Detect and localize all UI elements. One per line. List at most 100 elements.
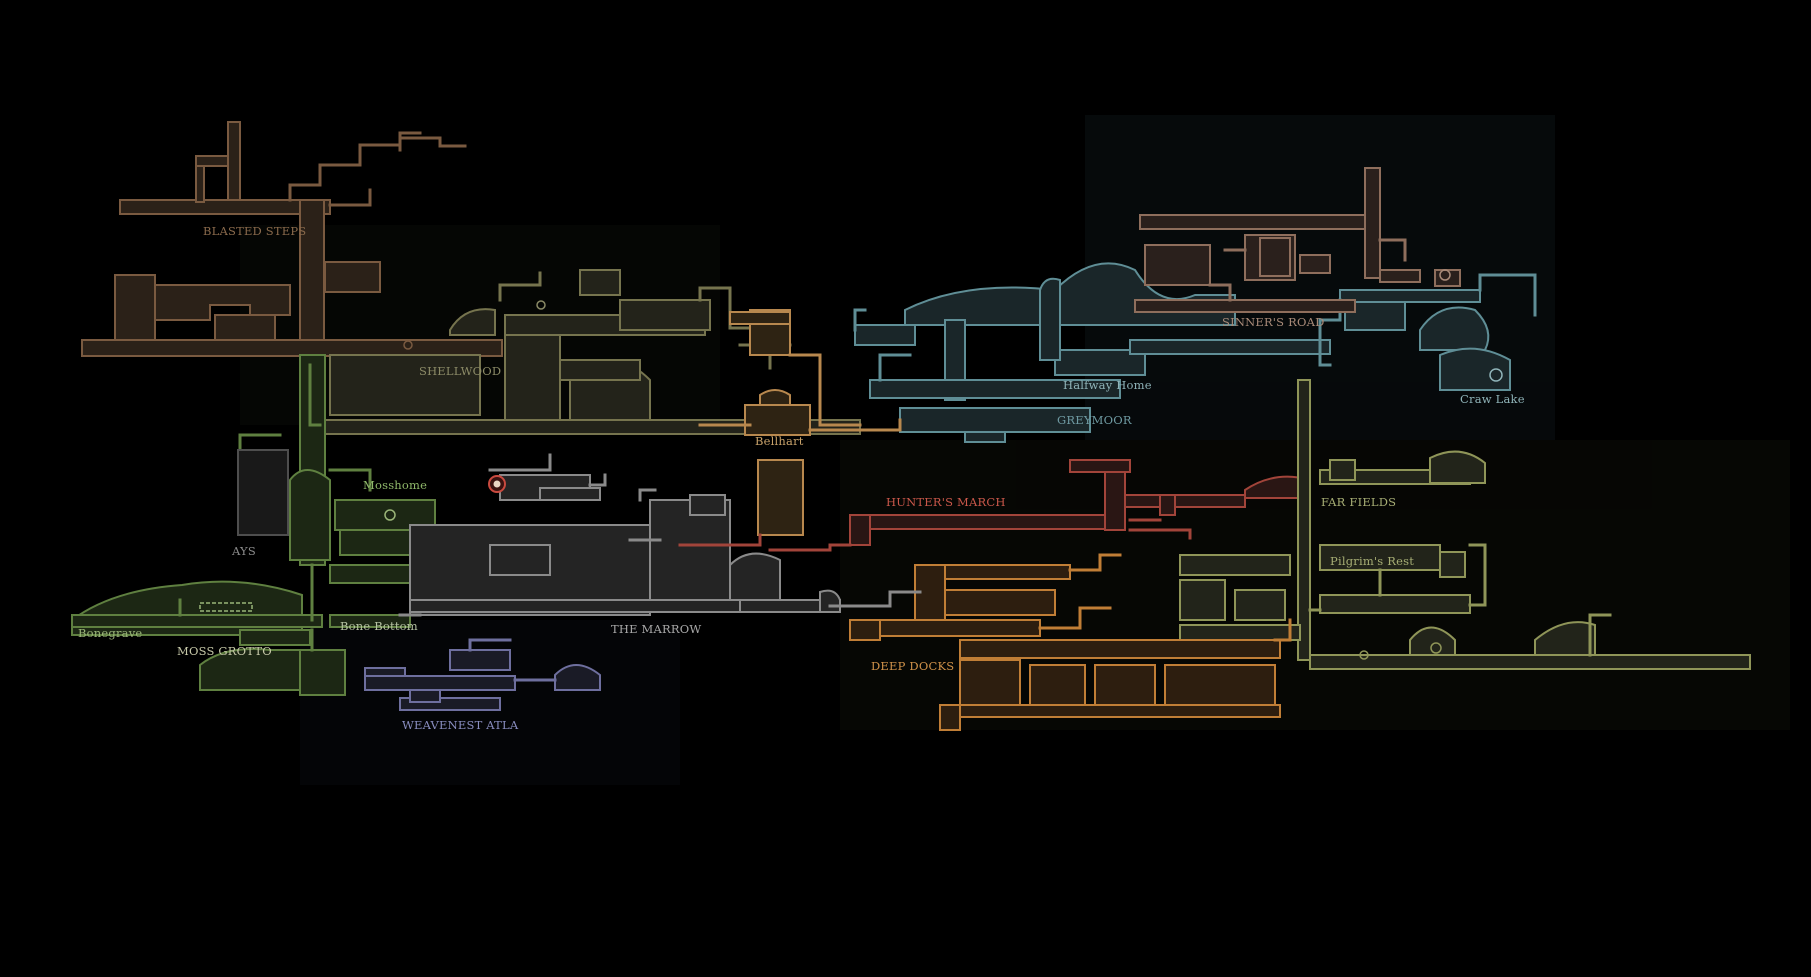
sinners-road-tunnel[interactable] bbox=[1379, 269, 1421, 283]
bellhart-hall[interactable] bbox=[744, 404, 811, 436]
greymoor-halfway-home[interactable] bbox=[1054, 349, 1146, 376]
shellwood-east[interactable] bbox=[619, 299, 711, 331]
deep-docks-mid[interactable] bbox=[944, 589, 1056, 616]
blasted-steps-bench-icon bbox=[403, 340, 413, 350]
connector-marrow-to-docks bbox=[828, 590, 922, 608]
far-fields-mid[interactable] bbox=[1319, 594, 1471, 614]
greymoor-basement[interactable] bbox=[964, 431, 1006, 443]
area-moss[interactable] bbox=[71, 354, 436, 696]
shellwood-top[interactable] bbox=[579, 269, 621, 296]
label-sinners-road: SINNER'S ROAD bbox=[1222, 315, 1325, 329]
blasted-steps-branch[interactable] bbox=[195, 155, 229, 203]
deep-docks-west[interactable] bbox=[849, 619, 881, 641]
sinners-road-shaft[interactable] bbox=[1364, 167, 1381, 279]
greymoor-craw-lake[interactable] bbox=[1419, 306, 1490, 351]
far-fields-mid-block[interactable] bbox=[1234, 589, 1286, 621]
deep-docks-cell-c[interactable] bbox=[1094, 664, 1156, 711]
label-hunters-march: HUNTER'S MARCH bbox=[886, 495, 1006, 509]
hunters-march-mid[interactable] bbox=[1124, 494, 1246, 508]
marrow-east-room[interactable] bbox=[729, 552, 781, 601]
far-fields-east-cave[interactable] bbox=[1534, 621, 1596, 656]
blasted-steps-bridge[interactable] bbox=[214, 314, 276, 341]
far-fields-cave[interactable] bbox=[1429, 450, 1486, 484]
marrow-slope[interactable] bbox=[819, 589, 841, 613]
far-fields-low-block[interactable] bbox=[1179, 624, 1301, 641]
sinners-road-left[interactable] bbox=[1144, 244, 1211, 286]
weavenest-east-cave[interactable] bbox=[554, 664, 601, 691]
hunters-march-step[interactable] bbox=[1159, 494, 1176, 516]
area-the-marrow[interactable] bbox=[409, 474, 841, 616]
blasted-steps-left-room[interactable] bbox=[114, 274, 156, 341]
ways-room[interactable] bbox=[237, 449, 289, 536]
sinners-road-floor[interactable] bbox=[1134, 299, 1356, 313]
hunters-march-entry[interactable] bbox=[849, 514, 871, 546]
bellhart-gate[interactable] bbox=[759, 389, 791, 406]
sinners-road-right[interactable] bbox=[1299, 254, 1331, 274]
greymoor-west[interactable] bbox=[854, 324, 916, 346]
greymoor-spire[interactable] bbox=[1039, 277, 1061, 361]
deep-docks-cell-b[interactable] bbox=[1029, 664, 1086, 706]
shellwood-center[interactable] bbox=[504, 334, 561, 426]
map-pins bbox=[384, 269, 1503, 660]
far-fields-upper-room[interactable] bbox=[1329, 459, 1356, 481]
shellwood-lower[interactable] bbox=[559, 359, 641, 381]
area-hunters-march[interactable] bbox=[849, 459, 1311, 546]
blasted-steps-upper-hall[interactable] bbox=[119, 199, 331, 215]
bellhart-upper[interactable] bbox=[729, 311, 791, 325]
marrow-inner-a[interactable] bbox=[489, 544, 551, 576]
greymoor-lower[interactable] bbox=[869, 379, 1121, 399]
label-blasted-steps: BLASTED STEPS bbox=[203, 224, 306, 238]
weavenest-chamber[interactable] bbox=[409, 689, 441, 703]
area-blasted-steps[interactable] bbox=[81, 121, 503, 357]
deep-docks-floor[interactable] bbox=[939, 704, 1281, 718]
area-far-fields[interactable] bbox=[1179, 379, 1751, 670]
moss-grotto-link[interactable] bbox=[239, 629, 311, 646]
far-fields-west-block[interactable] bbox=[1179, 554, 1291, 576]
blasted-steps-floor[interactable] bbox=[81, 339, 503, 357]
moss-lower-hall[interactable] bbox=[329, 564, 411, 584]
moss-grotto-room[interactable] bbox=[299, 649, 346, 696]
sinners-road-grid[interactable] bbox=[1259, 237, 1291, 277]
bellhart-lift[interactable] bbox=[757, 459, 804, 536]
area-weavenest-atla[interactable] bbox=[364, 649, 601, 711]
weavenest-tower[interactable] bbox=[449, 649, 511, 671]
deep-docks-hall[interactable] bbox=[859, 619, 1041, 637]
shellwood-arch[interactable] bbox=[449, 308, 496, 336]
area-ways[interactable] bbox=[237, 449, 289, 536]
hunters-march-upper[interactable] bbox=[1069, 459, 1131, 473]
greymoor-east-shelf[interactable] bbox=[1129, 339, 1331, 355]
area-deep-docks[interactable] bbox=[849, 564, 1281, 731]
marrow-corridors bbox=[488, 453, 662, 542]
moss-shaft-bulge[interactable] bbox=[289, 469, 331, 561]
far-fields-west-room[interactable] bbox=[1179, 579, 1226, 621]
far-fields-ground[interactable] bbox=[1309, 654, 1751, 670]
deep-docks-lower[interactable] bbox=[959, 639, 1281, 659]
weavenest-main[interactable] bbox=[364, 675, 516, 691]
marrow-east-tower[interactable] bbox=[689, 494, 726, 516]
bone-bottom-hall[interactable] bbox=[329, 614, 411, 628]
sinners-road-top[interactable] bbox=[1139, 214, 1381, 230]
sinners-road-corridors bbox=[1208, 238, 1407, 302]
marrow-lower-east[interactable] bbox=[739, 599, 831, 613]
deep-docks-left[interactable] bbox=[914, 564, 946, 626]
shellwood-west[interactable] bbox=[329, 354, 481, 416]
label-deep-docks: DEEP DOCKS bbox=[871, 659, 954, 673]
far-fields-spire[interactable] bbox=[1297, 379, 1311, 661]
hunters-march-corridors bbox=[768, 518, 1192, 552]
deep-docks-cell-d[interactable] bbox=[1164, 664, 1276, 706]
blasted-steps-corridors bbox=[288, 131, 467, 207]
marrow-north-ledge[interactable] bbox=[539, 487, 601, 501]
bonegrave-ground[interactable] bbox=[71, 614, 323, 628]
moss-corridors bbox=[178, 433, 372, 652]
hunters-march-main[interactable] bbox=[854, 514, 1116, 530]
pilgrims-rest-hut[interactable] bbox=[1439, 551, 1466, 578]
sinners-road-chamber[interactable] bbox=[1434, 269, 1461, 287]
greymoor-link[interactable] bbox=[1339, 289, 1481, 303]
deep-docks-pit[interactable] bbox=[939, 704, 961, 731]
marrow-east[interactable] bbox=[649, 499, 731, 611]
blasted-steps-side-room[interactable] bbox=[324, 261, 381, 293]
blasted-steps-tower[interactable] bbox=[227, 121, 241, 203]
deep-docks-cell-a[interactable] bbox=[959, 659, 1021, 706]
